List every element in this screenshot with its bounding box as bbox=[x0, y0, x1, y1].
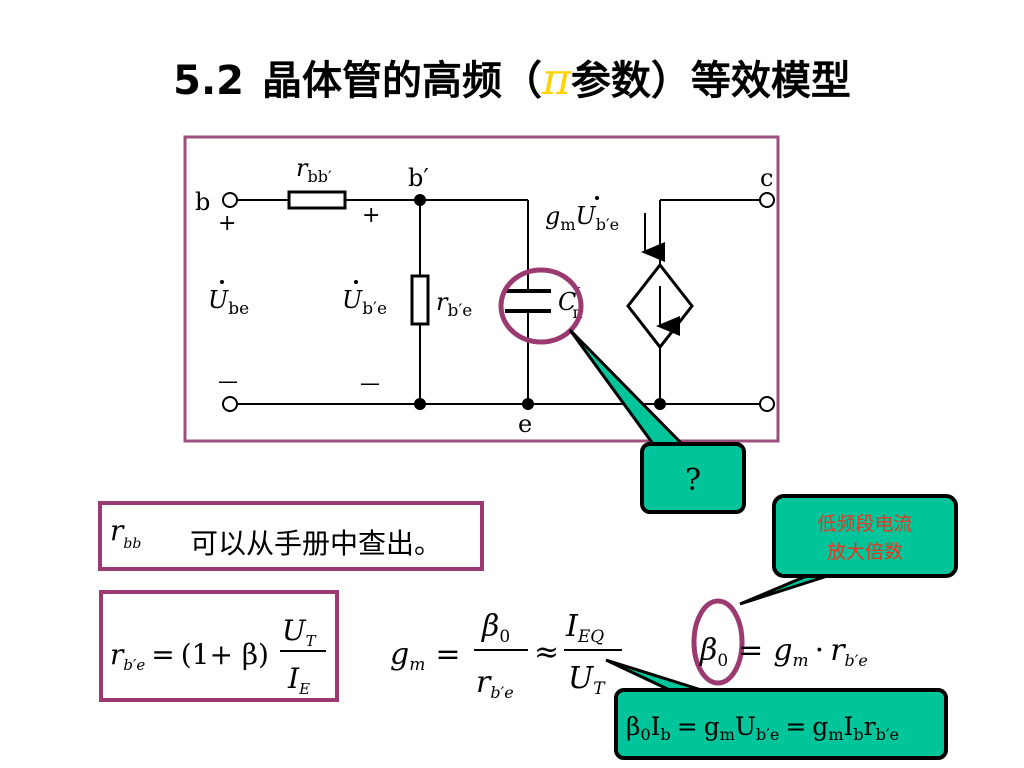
section-number: 5.2 bbox=[173, 58, 244, 104]
low-freq-line2: 放大倍数 bbox=[827, 541, 903, 563]
page-title: 5.2 晶体管的高频（π参数）等效模型 bbox=[0, 48, 1024, 106]
resistor-rbb bbox=[287, 190, 347, 210]
beta-relation-callout-box bbox=[614, 688, 948, 760]
beta0-highlight-ring bbox=[691, 598, 745, 686]
question-mark: ? bbox=[685, 463, 701, 498]
u-bpe-label: Ub′e bbox=[342, 286, 387, 319]
capacitor-highlight-ring bbox=[498, 267, 584, 345]
rbb-note-box bbox=[98, 501, 484, 571]
terminal-b bbox=[222, 192, 238, 208]
u-be-label: Ube bbox=[208, 286, 249, 319]
node-b-prime-label: b′ bbox=[408, 164, 429, 192]
gm-source-label: gmUb′e bbox=[545, 202, 619, 234]
gm-u-dot bbox=[595, 196, 599, 200]
resistor-rbe bbox=[410, 274, 430, 326]
plus-sign-left: + bbox=[218, 211, 236, 236]
gm-denominator-2: UT bbox=[568, 661, 606, 699]
question-callout-pointer bbox=[568, 328, 690, 450]
minus-sign-mid: — bbox=[360, 371, 380, 395]
rbe-denominator: IE bbox=[287, 662, 310, 698]
beta-relation-formula: β0Ib=gmUb′e=gmIbrb′e bbox=[626, 712, 899, 744]
rbb-note-text: 可以从手册中查出。 bbox=[190, 527, 442, 560]
plus-sign-mid: + bbox=[362, 203, 380, 228]
node-b-label: b bbox=[195, 188, 210, 216]
circuit-frame bbox=[183, 135, 780, 443]
junction-dot bbox=[414, 398, 426, 410]
junction-dot bbox=[654, 398, 666, 410]
rbb-label: rbb′ bbox=[296, 154, 332, 186]
gm-numerator: β0 bbox=[481, 609, 510, 647]
rbb-note-symbol: rbb bbox=[110, 514, 141, 552]
circuit-wires bbox=[238, 199, 760, 405]
terminal-e-right bbox=[759, 396, 775, 412]
u-bpe-dot bbox=[354, 280, 358, 284]
title-text-start: 晶体管的高频（ bbox=[261, 58, 542, 104]
junction-dot bbox=[522, 398, 534, 410]
question-callout-box bbox=[640, 442, 746, 514]
rbpe-label: rb′e bbox=[436, 288, 472, 321]
beta0-formula: β0=gm·rb′e bbox=[699, 633, 868, 671]
approx-sign: ≈ bbox=[534, 635, 559, 670]
terminal-c bbox=[759, 192, 775, 208]
low-freq-line1: 低频段电流 bbox=[817, 513, 912, 535]
terminal-e-left bbox=[222, 396, 238, 412]
gm-numerator-2: IEQ bbox=[565, 609, 604, 647]
rbe-numerator: UT bbox=[282, 614, 317, 650]
rbe-formula-box bbox=[99, 590, 339, 702]
title-text-end: 参数）等效模型 bbox=[570, 58, 851, 104]
gm-formula-lhs: gm= bbox=[390, 637, 460, 675]
node-c-label: c bbox=[760, 164, 773, 192]
gm-denominator: rb′e bbox=[476, 665, 514, 702]
u-be-dot bbox=[220, 280, 224, 284]
minus-sign-left: — bbox=[218, 369, 238, 393]
node-e-label: e bbox=[518, 410, 532, 438]
rbe-formula-lhs: rb′e=(1+ β) bbox=[110, 638, 269, 674]
pi-symbol: π bbox=[541, 54, 571, 105]
junction-dot bbox=[414, 194, 426, 206]
low-freq-callout-box bbox=[772, 494, 958, 578]
